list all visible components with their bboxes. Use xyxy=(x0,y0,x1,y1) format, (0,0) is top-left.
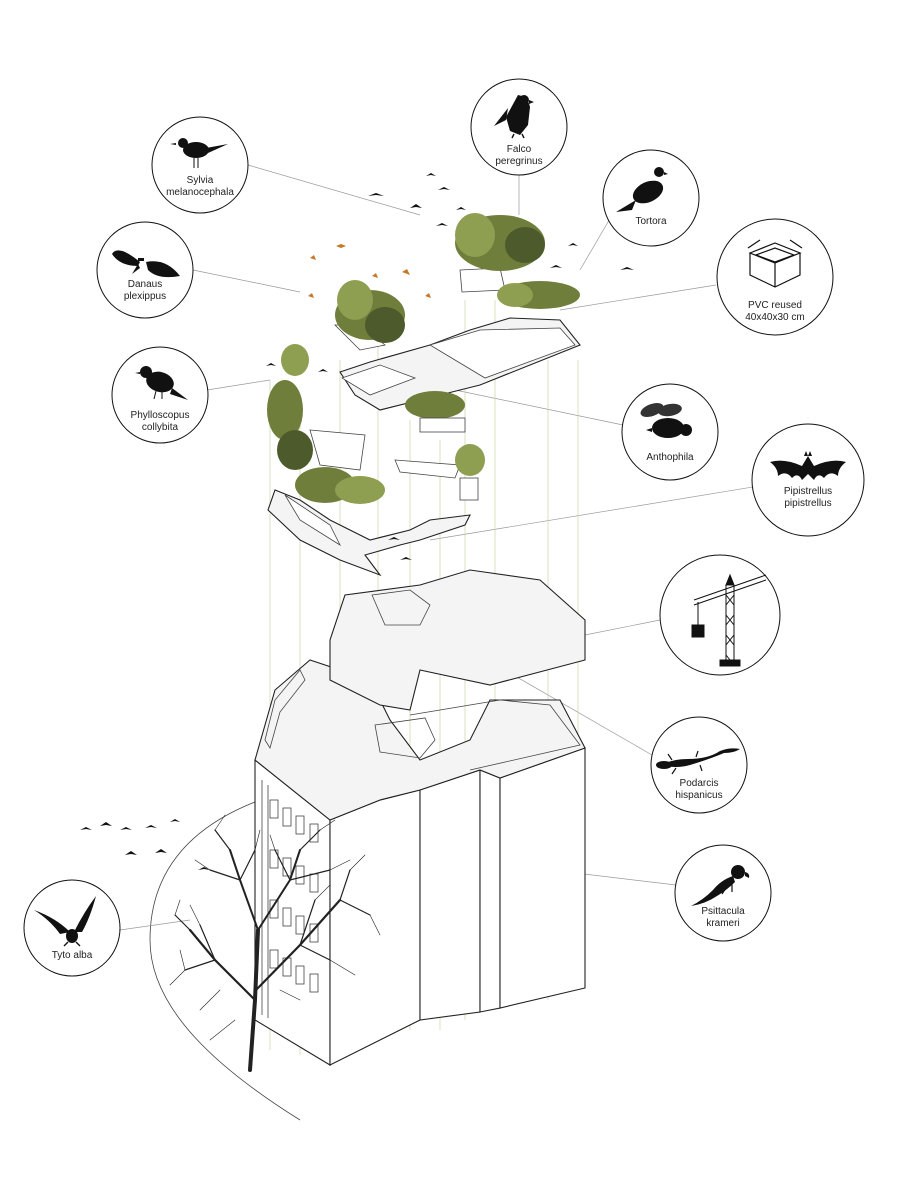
butterfly-icon xyxy=(112,250,180,278)
species-label-line2: krameri xyxy=(706,918,739,929)
planter-box-icon xyxy=(747,239,803,288)
owl-icon xyxy=(34,896,96,947)
lizard-icon xyxy=(656,748,740,775)
species-label-line2: peregrinus xyxy=(495,156,542,167)
callout-tortora: Tortora xyxy=(602,149,700,247)
species-label-line2: 40x40x30 cm xyxy=(745,312,804,323)
callout-phyllo: Phylloscopus collybita xyxy=(111,346,209,444)
callout-pvc: PVC reused 40x40x30 cm xyxy=(716,218,834,336)
warbler-icon xyxy=(170,138,228,168)
species-label-line2: collybita xyxy=(142,422,179,433)
species-label-line1: Tyto alba xyxy=(52,950,93,961)
callout-psittacula: Psittacula krameri xyxy=(674,844,772,942)
crane-icon xyxy=(691,573,767,667)
species-label-line1: Danaus xyxy=(128,279,162,290)
species-label-line1: Falco xyxy=(507,144,532,155)
species-label-line1: PVC reused xyxy=(748,300,802,311)
exploded-slab-upper xyxy=(267,429,471,577)
species-label-line1: Sylvia xyxy=(187,175,214,186)
exploded-slab-lower xyxy=(329,569,586,771)
callout-falco: Falco peregrinus xyxy=(470,78,568,176)
callout-crane xyxy=(659,554,781,676)
callout-pipistrellus: Pipistrellus pipistrellus xyxy=(751,423,865,537)
species-label-line2: plexippus xyxy=(124,291,166,302)
species-label-line1: Tortora xyxy=(635,216,667,227)
species-label-line1: Pipistrellus xyxy=(784,486,832,497)
bee-icon xyxy=(640,403,692,438)
species-label-line2: melanocephala xyxy=(166,187,234,198)
chiffchaff-icon xyxy=(135,366,188,400)
building-volume xyxy=(254,659,586,1066)
species-label-line1: Phylloscopus xyxy=(131,410,190,421)
callout-anthophila: Anthophila xyxy=(621,383,719,481)
species-label-line2: pipistrellus xyxy=(784,498,831,509)
dove-icon xyxy=(616,167,668,212)
ground-outline xyxy=(149,799,301,1121)
callout-podarcis: Podarcis hispanicus xyxy=(650,716,748,814)
planter-vegetation xyxy=(267,213,580,504)
roof-terrace xyxy=(334,267,581,411)
bird-flock xyxy=(80,173,634,870)
callout-danaus: Danaus plexippus xyxy=(96,221,194,319)
butterflies xyxy=(308,244,431,298)
tree xyxy=(169,814,381,1072)
species-label-line1: Podarcis xyxy=(680,778,719,789)
parakeet-icon xyxy=(691,865,750,906)
callout-tyto: Tyto alba xyxy=(23,879,121,977)
species-label-line1: Psittacula xyxy=(701,906,745,917)
species-label-line1: Anthophila xyxy=(646,452,694,463)
species-label-line2: hispanicus xyxy=(675,790,722,801)
falcon-icon xyxy=(494,95,534,139)
bat-icon xyxy=(770,451,846,480)
callout-sylvia: Sylvia melanocephala xyxy=(151,116,249,214)
